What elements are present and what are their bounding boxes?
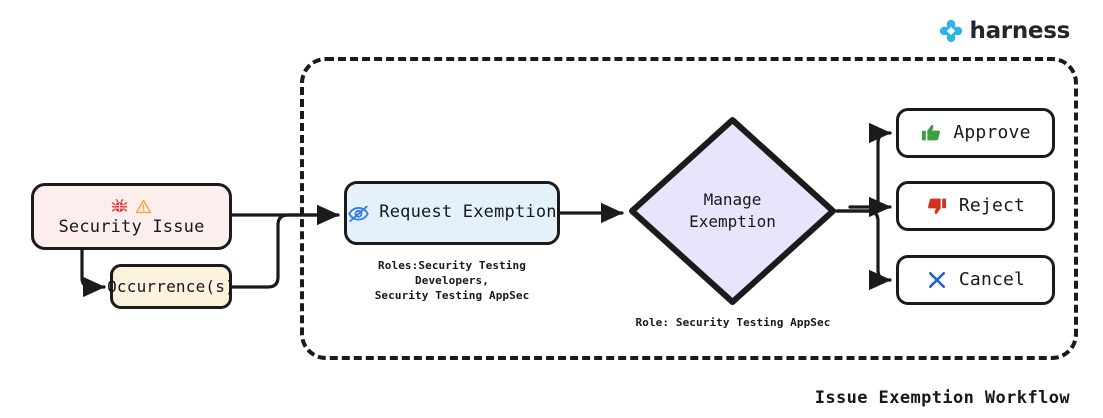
node-reject-label: Reject bbox=[958, 194, 1026, 216]
node-occurrences-label: Occurrence(s) bbox=[107, 276, 235, 296]
caption-manage-exemption-role: Role: Security Testing AppSec bbox=[635, 316, 831, 329]
warning-triangle-icon bbox=[135, 199, 152, 214]
harness-logo-icon bbox=[939, 19, 962, 43]
brand-name: harness bbox=[969, 17, 1071, 44]
eye-slash-icon bbox=[348, 205, 370, 222]
thumbs-up-icon bbox=[922, 124, 941, 141]
caption-request-exemption-roles: Roles:Security Testing Developers, Secur… bbox=[374, 259, 530, 302]
node-approve-label: Approve bbox=[953, 121, 1031, 143]
edge-security-issue-to-occurrences bbox=[80, 248, 106, 298]
harness-logo: harness bbox=[938, 17, 1071, 44]
node-occurrences[interactable]: Occurrence(s) bbox=[107, 264, 235, 309]
node-cancel-label: Cancel bbox=[958, 268, 1026, 290]
thumbs-down-icon bbox=[927, 198, 946, 215]
diamond-shape bbox=[629, 117, 836, 305]
workflow-group-container bbox=[300, 57, 1078, 360]
node-manage-exemption[interactable]: Manage Exemption bbox=[628, 116, 837, 306]
node-cancel[interactable]: Cancel bbox=[896, 255, 1055, 305]
cross-icon bbox=[928, 271, 945, 289]
security-issue-icons bbox=[111, 197, 152, 216]
node-manage-exemption-label: Manage Exemption bbox=[689, 190, 776, 231]
bug-icon bbox=[111, 198, 128, 212]
node-approve[interactable]: Approve bbox=[896, 108, 1055, 158]
node-reject[interactable]: Reject bbox=[896, 181, 1055, 231]
node-request-exemption[interactable]: Request Exemption bbox=[344, 181, 560, 245]
node-security-issue-label: Security Issue bbox=[58, 216, 205, 237]
node-request-exemption-label: Request Exemption bbox=[379, 202, 557, 223]
node-security-issue[interactable]: Security Issue bbox=[31, 183, 232, 250]
diagram-title: Issue Exemption Workflow bbox=[814, 388, 1070, 408]
